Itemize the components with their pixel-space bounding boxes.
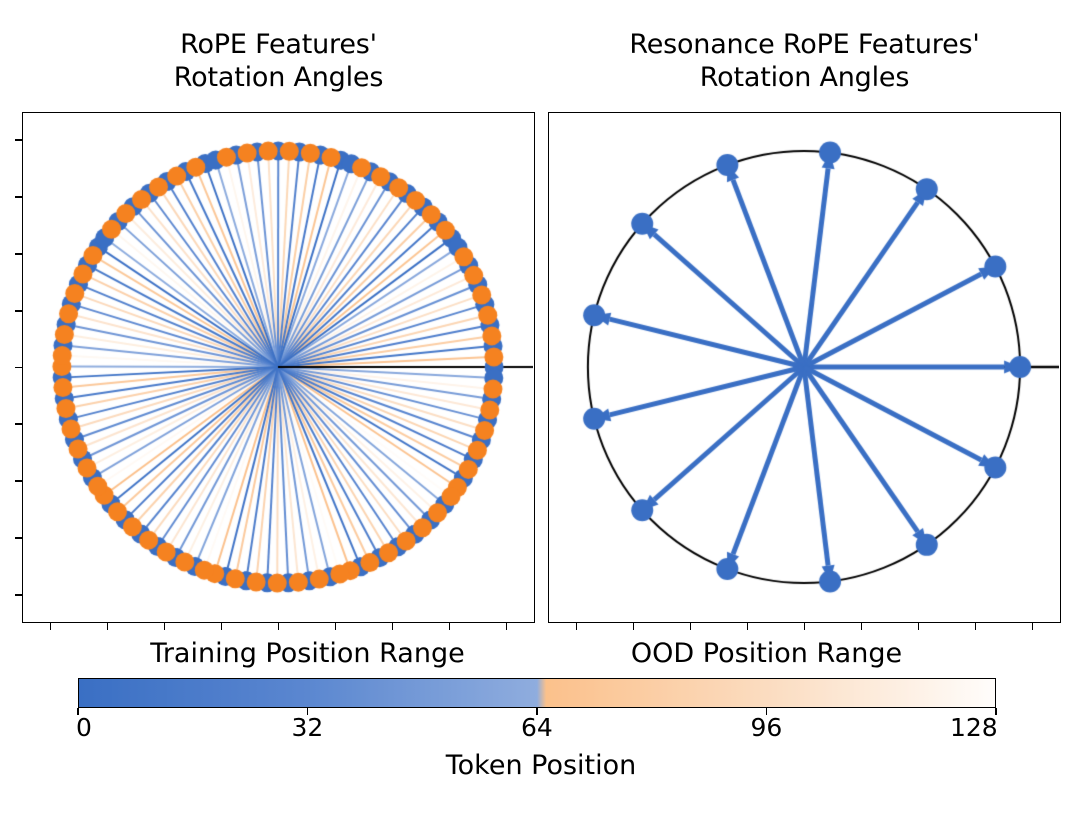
colorbar-tick-mark: [77, 708, 79, 715]
x-axis-tick: [106, 623, 109, 630]
x-axis-tick: [49, 623, 52, 630]
ood-range-label: OOD Position Range: [630, 638, 903, 669]
colorbar-gradient: [79, 679, 995, 707]
x-axis-tick: [391, 623, 394, 630]
y-axis-tick: [15, 593, 22, 596]
colorbar-tick-mark: [306, 708, 309, 715]
colorbar-tick-label: 96: [750, 713, 783, 742]
y-axis-tick: [15, 423, 22, 426]
colorbar-tick-label: 0: [76, 713, 92, 742]
colorbar-tick-label: 128: [950, 713, 998, 742]
x-axis-tick: [803, 623, 806, 630]
y-axis-tick: [15, 366, 22, 369]
training-range-label: Training Position Range: [150, 638, 465, 669]
y-axis-tick: [15, 196, 22, 199]
left-panel-title: RoPE Features' Rotation Angles: [173, 29, 384, 93]
y-axis-tick: [15, 309, 22, 312]
colorbar-tick-mark: [536, 708, 538, 715]
rope-rotation-plot: [23, 113, 533, 621]
x-axis-tick: [1031, 623, 1034, 630]
y-axis-tick: [15, 253, 22, 255]
right-plot-axes: [548, 112, 1061, 623]
resonance-rope-rotation-plot: [549, 113, 1059, 621]
x-axis-tick: [746, 623, 749, 630]
x-axis-tick: [632, 623, 635, 630]
right-panel-title: Resonance RoPE Features' Rotation Angles: [629, 29, 980, 93]
colorbar-tick-mark: [995, 708, 997, 715]
y-axis-tick: [15, 480, 22, 482]
colorbar: [78, 678, 996, 708]
x-axis-tick: [163, 623, 166, 630]
colorbar-tick-label: 64: [521, 713, 553, 742]
x-axis-tick: [689, 623, 692, 630]
x-axis-tick: [860, 623, 863, 630]
y-axis-tick: [15, 139, 22, 142]
x-axis-tick: [448, 623, 451, 630]
x-axis-tick: [917, 623, 920, 630]
x-axis-tick: [277, 623, 280, 630]
colorbar-tick-label: 32: [291, 713, 324, 742]
x-axis-tick: [334, 623, 337, 630]
x-axis-tick: [505, 623, 508, 630]
y-axis-tick: [15, 536, 22, 539]
colorbar-axis-label: Token Position: [445, 750, 637, 781]
x-axis-tick: [220, 623, 223, 630]
x-axis-tick: [575, 623, 578, 630]
left-plot-axes: [22, 112, 535, 623]
colorbar-tick-mark: [765, 708, 768, 715]
x-axis-tick: [974, 623, 977, 630]
